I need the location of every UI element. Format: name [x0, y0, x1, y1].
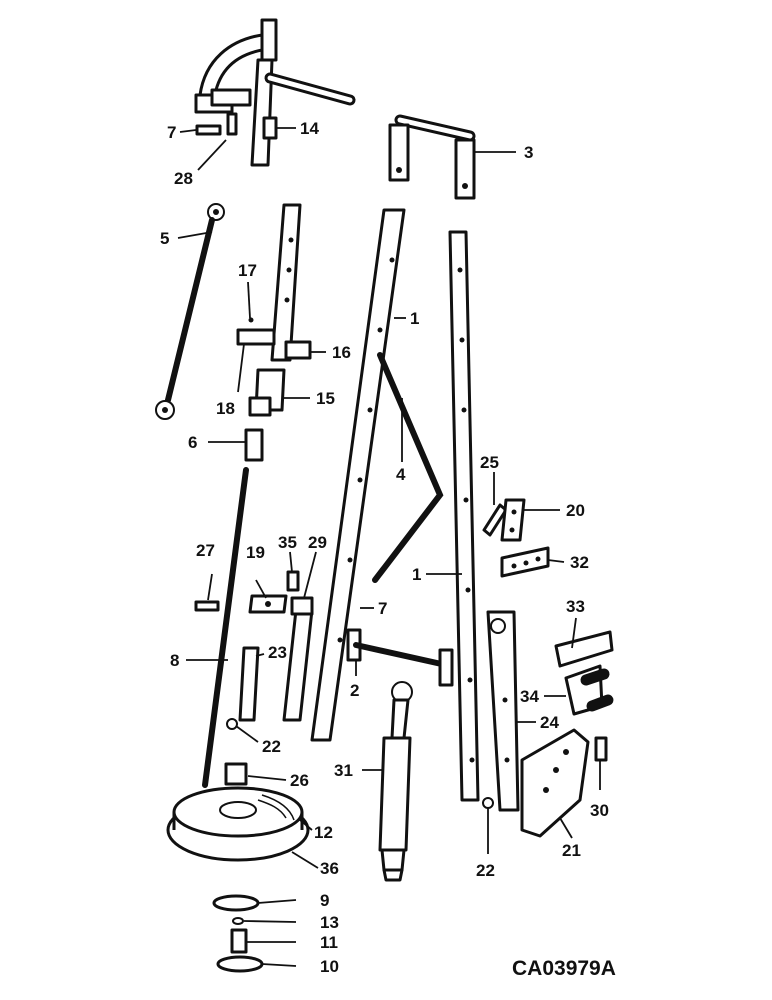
- callout-34: 34: [520, 687, 539, 706]
- callout-11: 11: [320, 933, 338, 952]
- callout-4: 4: [396, 465, 406, 484]
- callout-12: 12: [314, 823, 333, 842]
- cylinder-part-31: [378, 681, 413, 882]
- strut-part-2: [346, 628, 454, 687]
- callout-18: 18: [216, 399, 235, 418]
- top-bracket-assembly: [194, 18, 356, 167]
- callout-28: 28: [174, 169, 193, 188]
- fastener-group-right: [482, 498, 550, 578]
- callout-19: 19: [246, 543, 265, 562]
- upright-part-1-left: [310, 208, 406, 742]
- callout-15: 15: [316, 389, 335, 408]
- leader-lines: [177, 127, 601, 967]
- callout-26: 26: [290, 771, 309, 790]
- callout-3: 3: [524, 143, 533, 162]
- callout-6: 6: [188, 433, 197, 452]
- left-upright: [236, 203, 312, 462]
- callout-30: 30: [590, 801, 609, 820]
- callout-1-right: 1: [412, 565, 421, 584]
- brace-part-4: [372, 352, 444, 583]
- callout-8: 8: [170, 651, 179, 670]
- callout-2: 2: [350, 681, 359, 700]
- callout-9: 9: [320, 891, 329, 910]
- callout-23: 23: [268, 643, 287, 662]
- clip-group-right: [554, 630, 614, 762]
- callout-7-mid: 7: [378, 599, 387, 618]
- wheel-part-12: [166, 762, 310, 862]
- callout-32: 32: [570, 553, 589, 572]
- callout-1-left: 1: [410, 309, 419, 328]
- callout-24: 24: [540, 713, 559, 732]
- callout-31: 31: [334, 761, 353, 780]
- hub-stack: [212, 894, 264, 973]
- drawing-code: CA03979A: [512, 957, 616, 980]
- callout-14: 14: [300, 119, 319, 138]
- callout-22-right: 22: [476, 861, 495, 880]
- callout-16: 16: [332, 343, 351, 362]
- callout-21: 21: [562, 841, 581, 860]
- bracket-part-24: [482, 610, 520, 812]
- plate-part-21: [520, 728, 590, 838]
- callout-13: 13: [320, 913, 339, 932]
- callout-17: 17: [238, 261, 257, 280]
- link-rod-part-5: [155, 203, 225, 420]
- rod-part-8: [202, 467, 249, 788]
- callout-22-left: 22: [262, 737, 281, 756]
- upright-part-1-right: [448, 230, 480, 802]
- callout-20: 20: [566, 501, 585, 520]
- callout-29: 29: [308, 533, 327, 552]
- callout-27: 27: [196, 541, 215, 560]
- callout-35: 35: [278, 533, 297, 552]
- callout-10: 10: [320, 957, 339, 976]
- callout-33: 33: [566, 597, 585, 616]
- yoke-part-3: [388, 114, 476, 200]
- callout-7-top: 7: [167, 123, 176, 142]
- callout-numbers: 7 28 14 3 5 17 16 18 15 6 1 4 25 20 32 1…: [160, 119, 609, 976]
- bracket-group-left: [194, 570, 314, 730]
- callout-25: 25: [480, 453, 499, 472]
- callout-5: 5: [160, 229, 169, 248]
- callout-36: 36: [320, 859, 339, 878]
